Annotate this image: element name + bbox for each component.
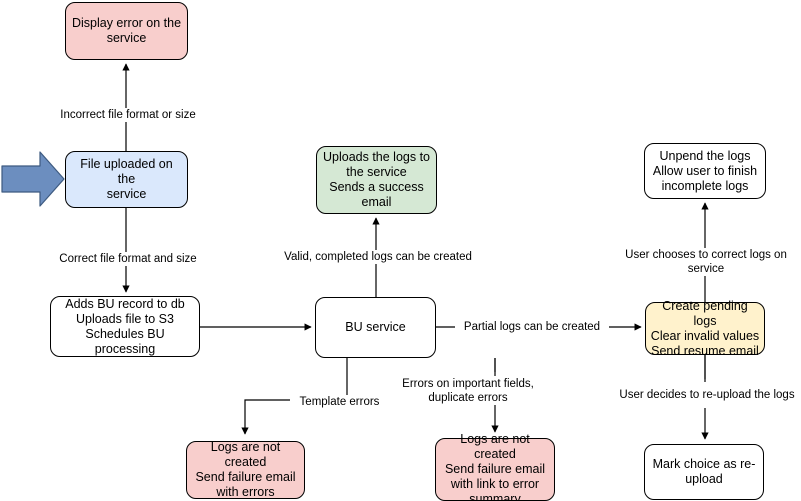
start-arrow-icon — [1, 151, 65, 207]
node-logs-not-created-link[interactable]: Logs are not created Send failure email … — [435, 432, 555, 501]
edge-label-user-corrects: User chooses to correct logs on service — [607, 248, 801, 276]
node-unpend-logs[interactable]: Unpend the logs Allow user to finish inc… — [644, 143, 766, 199]
edge-label-partial-logs: Partial logs can be created — [455, 320, 609, 334]
edge-label-correct-format: Correct file format and size — [56, 252, 200, 266]
node-logs-not-created-errors[interactable]: Logs are not created Send failure email … — [186, 440, 305, 499]
edge-label-user-reupload: User decides to re-upload the logs — [615, 388, 799, 402]
node-create-pending-logs[interactable]: Create pending logs Clear invalid values… — [645, 299, 765, 358]
node-file-uploaded[interactable]: File uploaded on the service — [65, 151, 188, 208]
node-mark-choice[interactable]: Mark choice as re- upload — [644, 444, 764, 500]
node-adds-bu-record[interactable]: Adds BU record to db Uploads file to S3 … — [50, 296, 200, 357]
node-bu-service[interactable]: BU service — [315, 297, 436, 358]
edge-label-incorrect-format: Incorrect file format or size — [56, 108, 200, 122]
node-display-error[interactable]: Display error on the service — [65, 2, 188, 60]
edge-label-errors-important: Errors on important fields, duplicate er… — [396, 377, 540, 405]
edge-label-valid-completed: Valid, completed logs can be created — [279, 250, 477, 264]
node-uploads-logs[interactable]: Uploads the logs to the service Sends a … — [316, 146, 437, 214]
edge-label-template-errors: Template errors — [290, 395, 389, 409]
